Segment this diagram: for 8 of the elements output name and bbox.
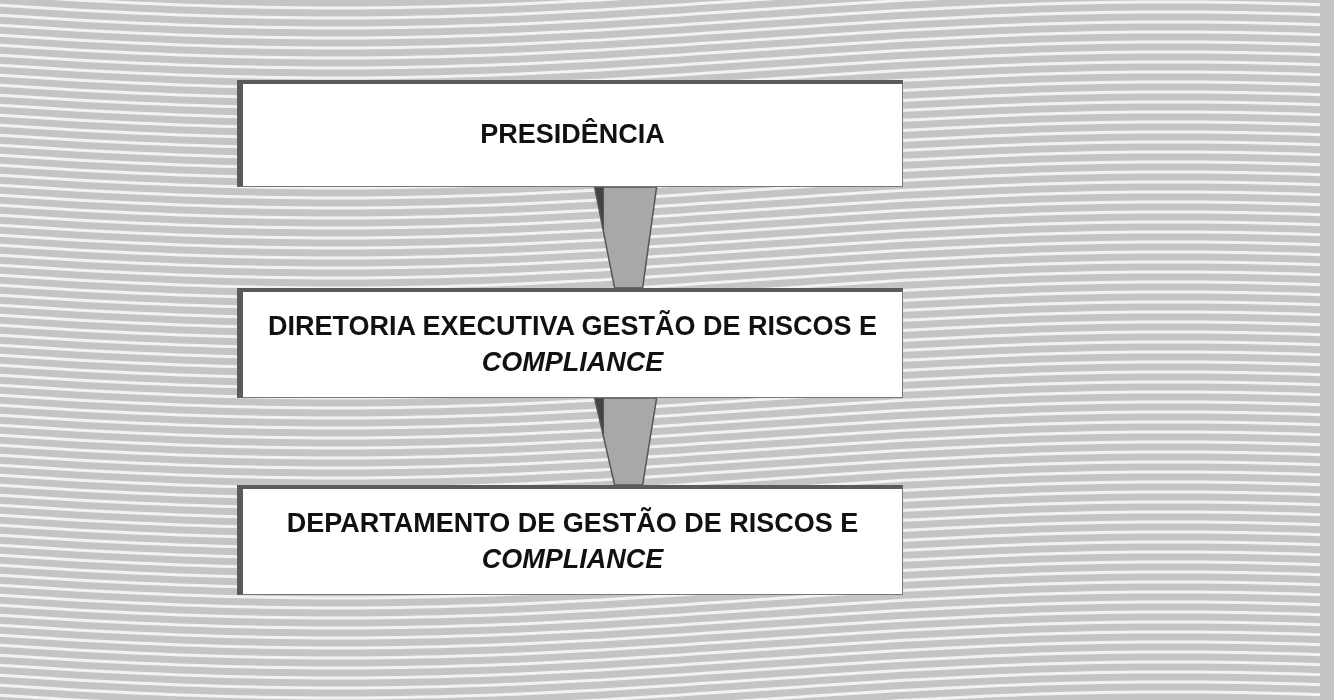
unit-title: DIRETORIA EXECUTIVA GESTÃO DE RISCOS E COMPLIANCE	[266, 309, 879, 379]
org-box	[237, 485, 903, 595]
unit-title: DEPARTAMENTO DE GESTÃO DE RISCOS E COMPLIANCE	[285, 506, 860, 576]
org-box	[237, 80, 903, 187]
funnel-connector	[593, 397, 658, 486]
unit-title: PRESIDÊNCIA	[479, 117, 666, 152]
org-box	[237, 288, 903, 398]
funnel-connector	[593, 186, 658, 289]
